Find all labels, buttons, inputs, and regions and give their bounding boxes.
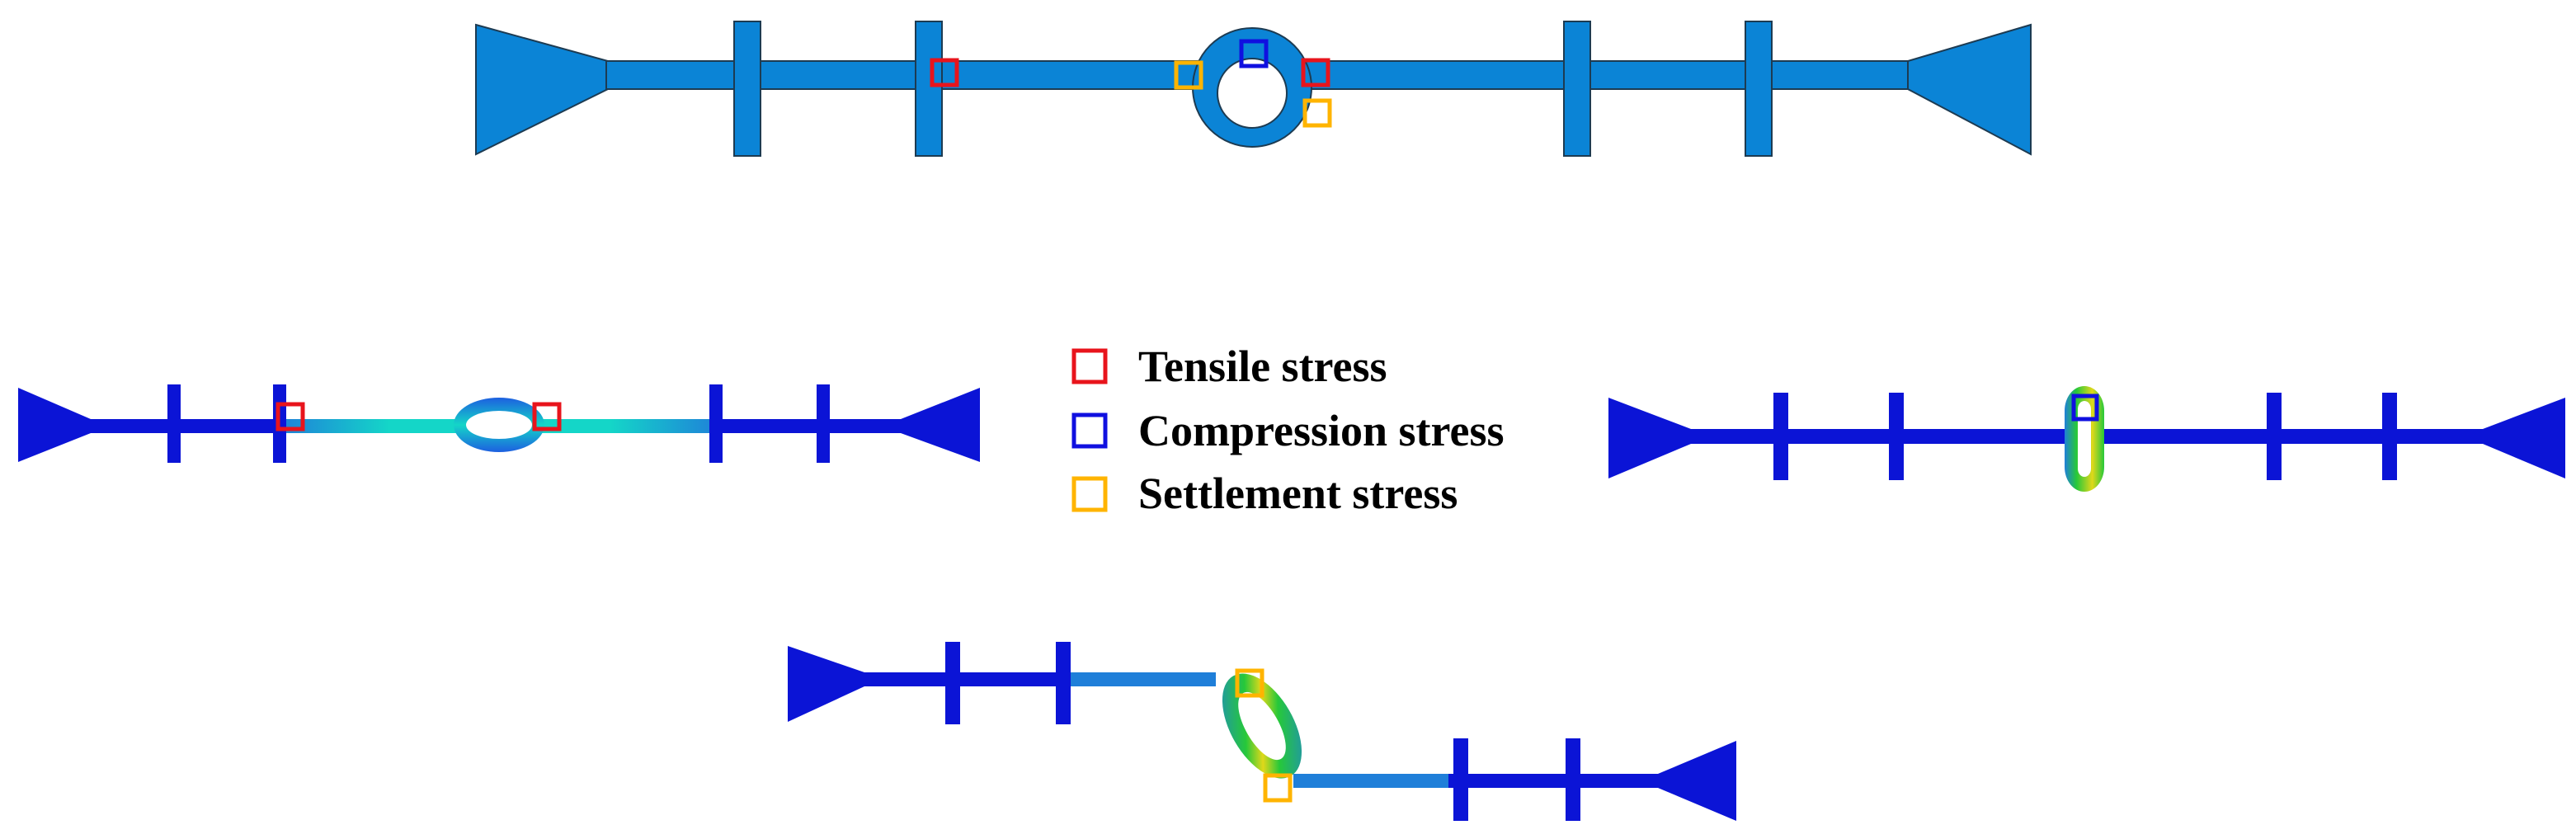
tensile-stress-marker	[930, 58, 959, 87]
center-bulb-hole	[1217, 58, 1288, 129]
stretched-bulb-hole	[466, 411, 532, 439]
right-bulb-flange	[901, 388, 980, 462]
tensile-stress-marker	[1301, 58, 1330, 87]
rib-2	[915, 21, 943, 157]
web-strip-left	[89, 419, 280, 433]
web-strip-right	[719, 419, 901, 433]
legend-swatch-tensile	[1071, 348, 1108, 384]
rib-3	[1453, 738, 1468, 821]
compression-deformed-waterstop	[1608, 386, 2565, 492]
web-strip-left	[1689, 429, 2077, 444]
rib-4	[1566, 738, 1580, 821]
left-bulb-flange	[18, 388, 91, 462]
settlement-stress-marker	[1235, 668, 1264, 698]
rib-3	[709, 384, 723, 463]
web-strip-right-stretched	[1293, 774, 1450, 788]
legend-label-tensile: Tensile stress	[1138, 342, 1387, 391]
right-bulb-flange	[1907, 23, 2032, 156]
rib-1	[167, 384, 181, 463]
sheared-bulb-hole	[1238, 691, 1286, 761]
legend-swatch-settlement	[1071, 476, 1108, 512]
legend-item-settlement: Settlement stress	[1071, 469, 1458, 518]
tension-deformed-waterstop	[18, 384, 980, 463]
settlement-stress-marker	[1174, 60, 1203, 90]
rib-4	[817, 384, 830, 463]
right-bulb-flange	[1658, 741, 1736, 821]
web-strip-left	[605, 60, 1205, 90]
compressed-bulb-hole	[2078, 401, 2091, 477]
rib-4	[1745, 21, 1773, 157]
rib-2	[1056, 642, 1071, 724]
rib-2	[1889, 393, 1904, 480]
compression-stress-marker	[2071, 394, 2099, 422]
web-strip-left-stretched	[1067, 672, 1216, 686]
tensile-stress-marker	[532, 402, 562, 431]
settlement-stress-marker	[1263, 773, 1293, 803]
web-strip-right	[2095, 429, 2484, 444]
undeformed-waterstop	[475, 21, 2032, 157]
legend: Tensile stress Compression stress Settle…	[1071, 342, 1505, 518]
compression-stress-marker	[1239, 39, 1269, 68]
legend-label-settlement: Settlement stress	[1138, 469, 1458, 518]
right-bulb-flange	[2483, 398, 2565, 478]
settlement-deformed-waterstop	[788, 642, 1736, 821]
rib-3	[1563, 21, 1591, 157]
rib-4	[2382, 393, 2397, 480]
left-bulb-flange	[475, 23, 609, 156]
rib-3	[2267, 393, 2282, 480]
legend-item-compression: Compression stress	[1071, 406, 1505, 455]
rib-1	[945, 642, 960, 724]
settlement-stress-marker	[1302, 98, 1332, 128]
web-strip-right	[1448, 774, 1660, 788]
rib-1	[733, 21, 761, 157]
tensile-stress-marker	[275, 402, 305, 431]
web-strip-right	[1301, 60, 1909, 90]
legend-label-compression: Compression stress	[1138, 406, 1505, 455]
web-strip-left	[863, 672, 1069, 686]
rib-1	[1773, 393, 1788, 480]
left-bulb-flange	[788, 646, 864, 722]
left-bulb-flange	[1608, 398, 1691, 478]
legend-swatch-compression	[1071, 412, 1108, 449]
legend-item-tensile: Tensile stress	[1071, 342, 1387, 391]
